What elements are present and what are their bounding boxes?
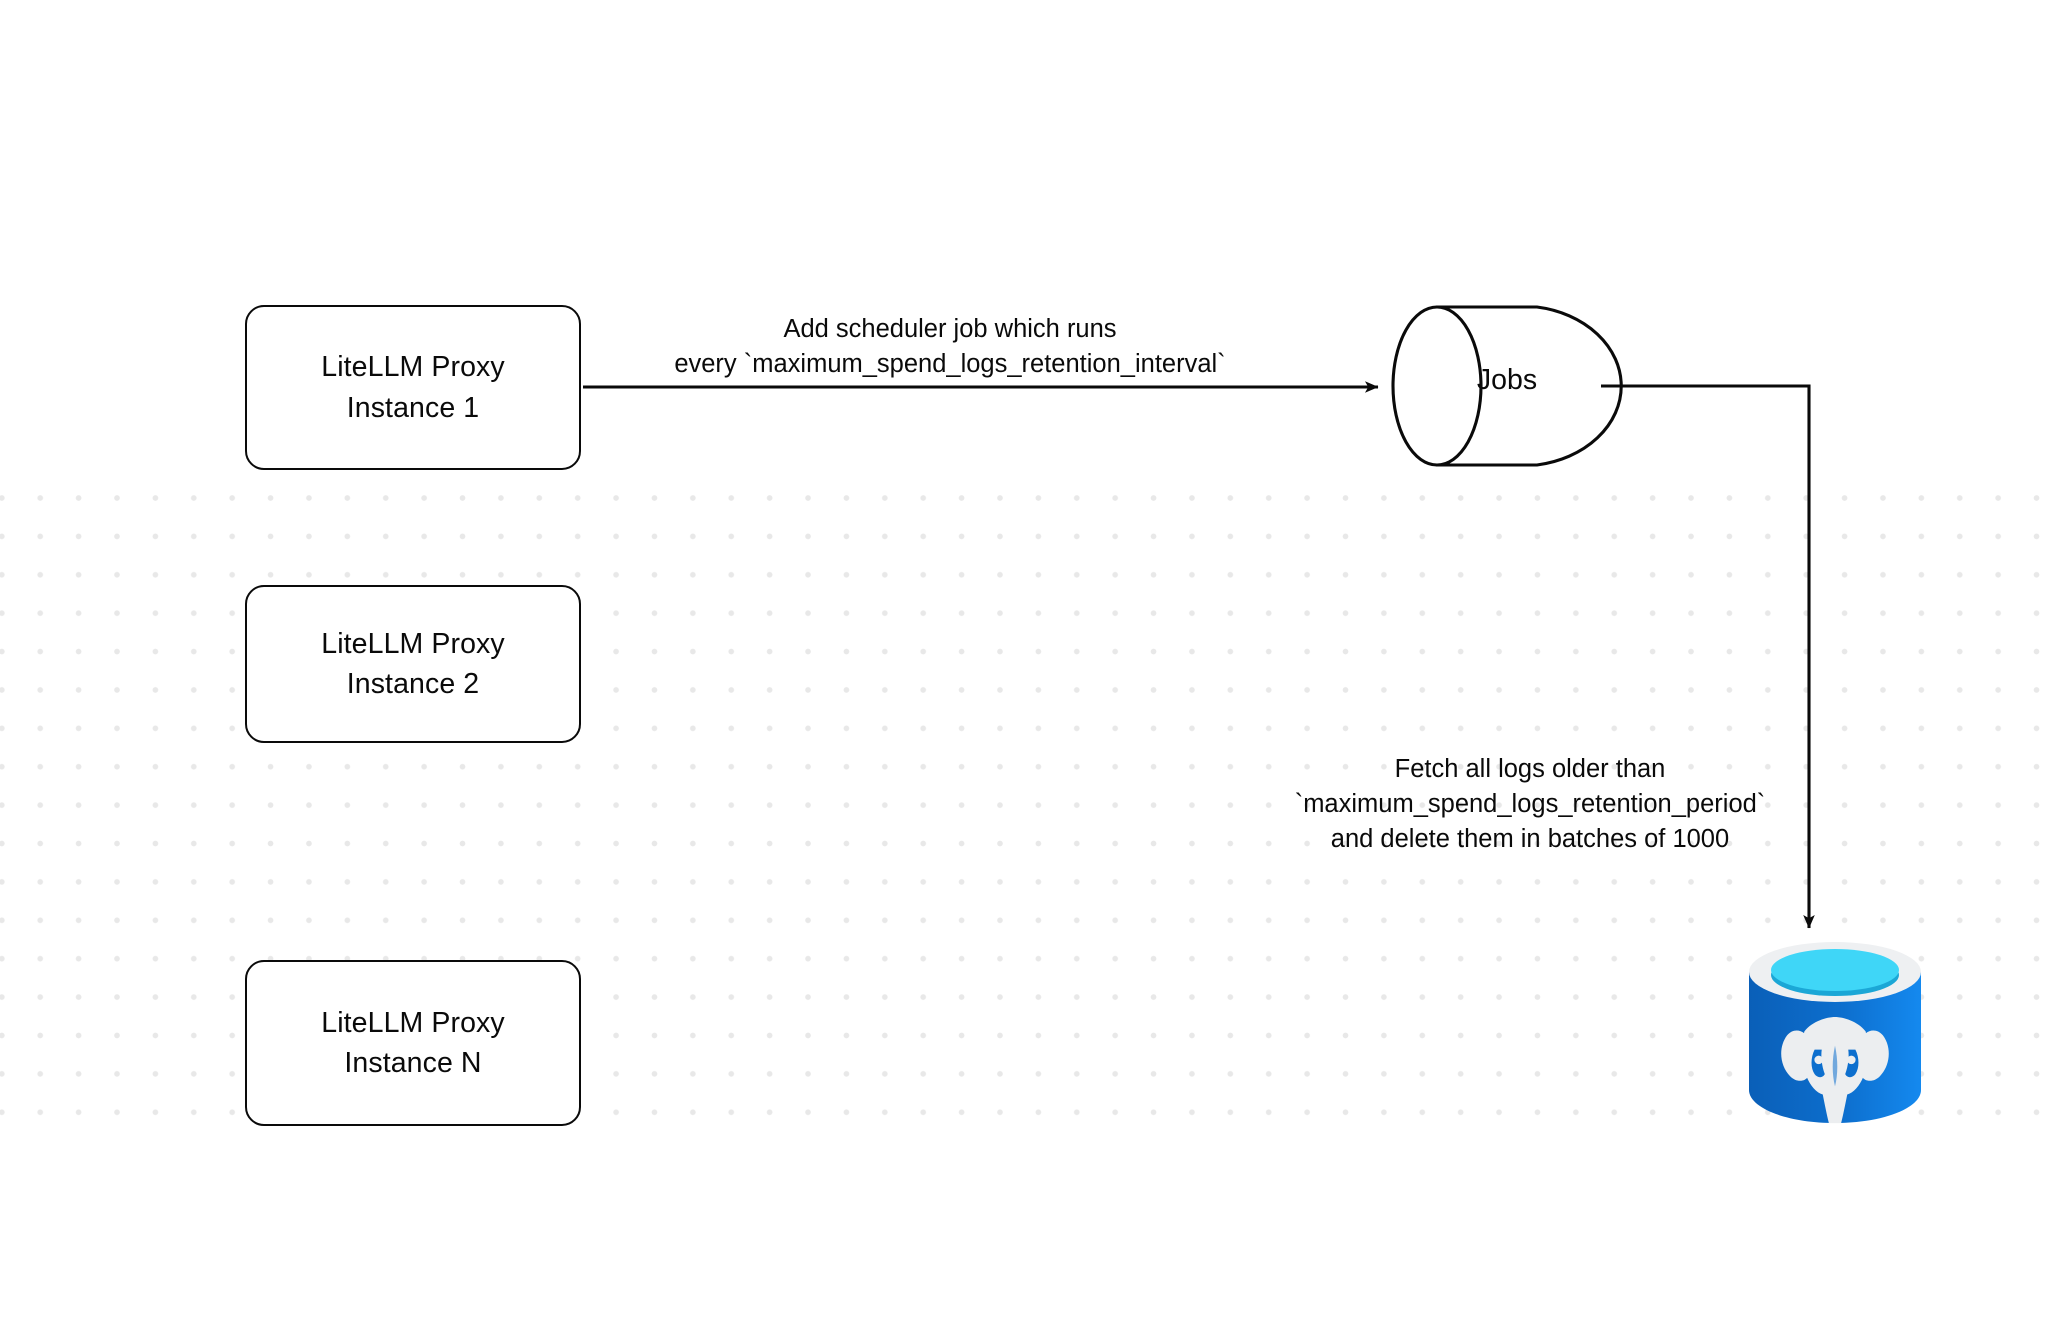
- postgresql-database-icon: [1743, 938, 1927, 1132]
- edge-label-line-2: every `maximum_spend_logs_retention_inte…: [674, 349, 1226, 378]
- node-label-line1: LiteLLM Proxy: [321, 627, 505, 660]
- node-jobs-queue-label: Jobs: [1476, 364, 1538, 396]
- edge-label-line-3: and delete them in batches of 1000: [1330, 824, 1730, 853]
- node-label-line2: Instance 1: [346, 391, 480, 424]
- edge-label-line-2: `maximum_spend_logs_retention_period`: [1294, 789, 1766, 818]
- edge-line-fetch-delete: [1601, 384, 1815, 929]
- node-label-line2: Instance 2: [346, 668, 480, 700]
- node-litellm-proxy-instance-2[interactable]: LiteLLM Proxy Instance 2: [245, 585, 581, 743]
- edge-label-line-1: Fetch all logs older than: [1394, 755, 1666, 783]
- node-litellm-proxy-instance-1[interactable]: LiteLLM Proxy Instance 1: [245, 305, 581, 470]
- edge-label-fetch-delete: Fetch all logs older than `maximum_spend…: [1250, 752, 1810, 857]
- edge-label-line-1: Add scheduler job which runs: [783, 315, 1117, 343]
- node-label-line2: Instance N: [344, 1047, 482, 1079]
- node-label-line1: LiteLLM Proxy: [321, 351, 505, 384]
- edge-label-scheduler: Add scheduler job which runs every `maxi…: [620, 312, 1280, 382]
- node-label-line1: LiteLLM Proxy: [321, 1006, 505, 1039]
- node-litellm-proxy-instance-n[interactable]: LiteLLM Proxy Instance N: [245, 960, 581, 1126]
